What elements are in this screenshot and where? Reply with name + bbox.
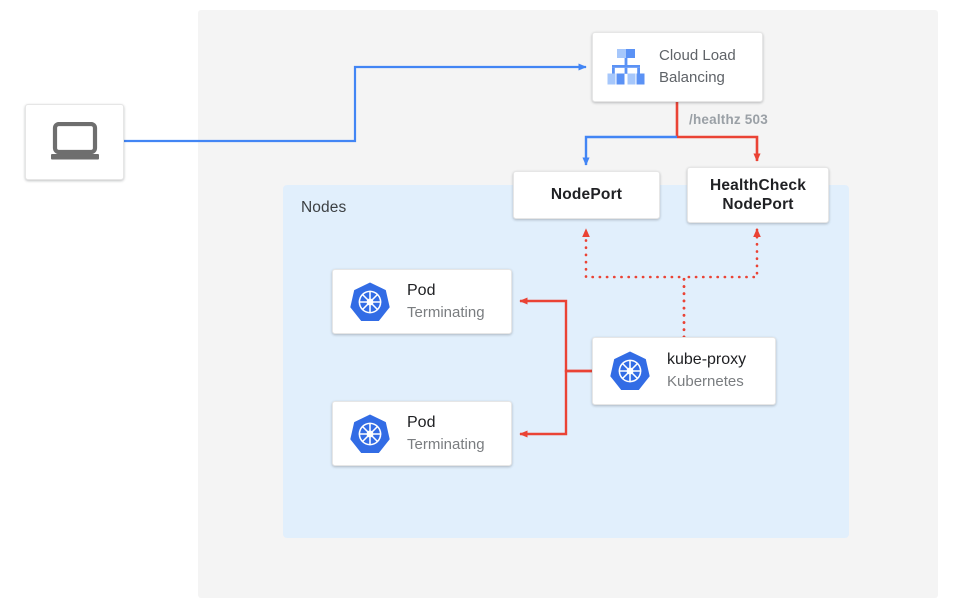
healthz-status-annotation: /healthz 503 [689,112,768,127]
laptop-icon [50,122,99,160]
kube-proxy-subtitle: Kubernetes [667,373,744,391]
pod-text-group: Pod Terminating [407,281,485,322]
kube-proxy-title: kube-proxy [667,351,747,369]
kube-proxy-card[interactable]: kube-proxy Kubernetes [592,337,776,405]
client-device-card[interactable] [25,104,124,180]
healthcheck-nodeport-card[interactable]: HealthCheck NodePort [687,167,829,223]
cloud-load-balancing-label-line2: Balancing [659,69,725,86]
pod-text-group: Pod Terminating [407,413,485,454]
pod-card[interactable]: Pod Terminating [332,401,512,466]
kubernetes-icon [610,351,650,390]
pod-status: Terminating [407,435,485,453]
kubernetes-icon [350,282,390,321]
pod-title: Pod [407,413,436,431]
healthcheck-nodeport-label-line2: NodePort [722,196,794,213]
cloud-load-balancing-icon [607,49,645,85]
nodeport-label: NodePort [550,186,623,204]
healthcheck-nodeport-label: HealthCheck NodePort [710,176,806,215]
kube-proxy-text-group: kube-proxy Kubernetes [667,350,746,391]
healthcheck-nodeport-label-line1: HealthCheck [709,176,807,194]
kubernetes-icon [350,414,390,453]
nodes-region-label: Nodes [301,199,347,216]
nodeport-card[interactable]: NodePort [513,171,660,219]
cloud-load-balancing-label: Cloud Load Balancing [659,45,736,89]
cloud-load-balancing-label-line1: Cloud Load [659,47,736,65]
pod-card[interactable]: Pod Terminating [332,269,512,334]
pod-title: Pod [407,281,436,299]
pod-status: Terminating [407,303,485,321]
cloud-load-balancing-card[interactable]: Cloud Load Balancing [592,32,763,102]
